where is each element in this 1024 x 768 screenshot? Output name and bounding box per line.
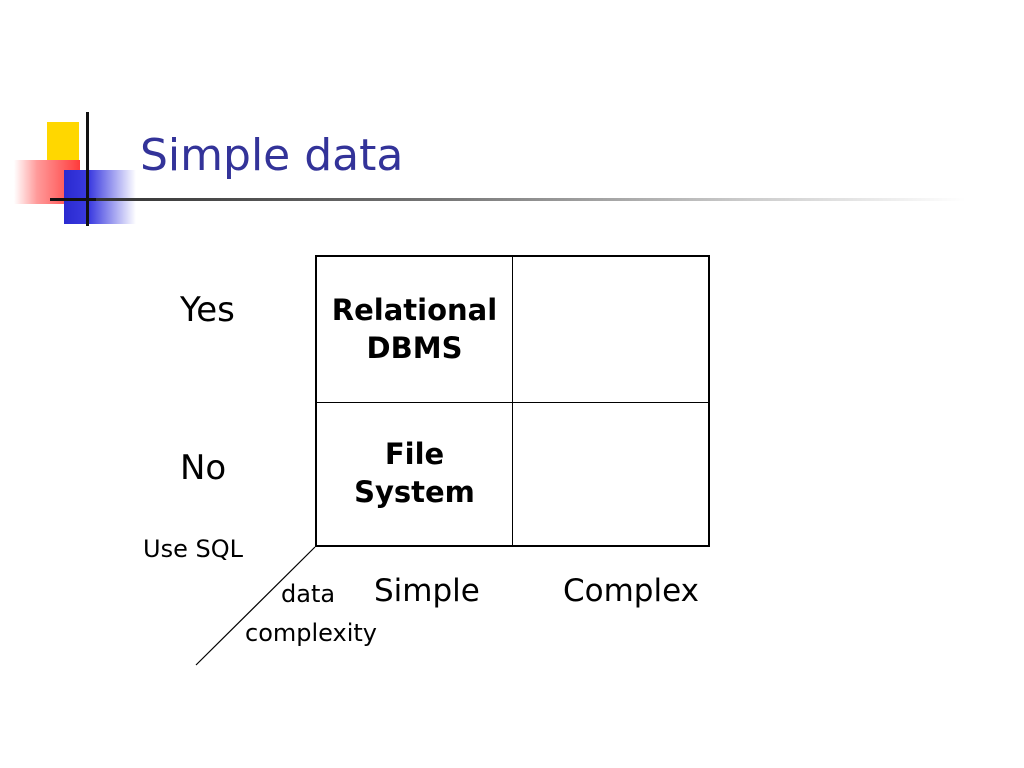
cell-yes-simple: Relational DBMS (331, 292, 498, 365)
row-label-no: No (180, 448, 227, 488)
logo-horizontal-line (50, 198, 118, 201)
column-label-simple: Simple (374, 573, 480, 609)
matrix-horizontal-divider (317, 402, 708, 403)
logo-vertical-line (86, 112, 89, 226)
cell-no-complex (513, 403, 708, 545)
cell-no-simple: File System (354, 437, 475, 509)
title-underline (96, 198, 966, 201)
logo-blue-square (64, 170, 136, 224)
matrix-vertical-divider (512, 257, 513, 545)
y-axis-label: Use SQL (143, 535, 243, 563)
slide-title: Simple data (140, 130, 404, 181)
row-label-yes: Yes (180, 290, 235, 330)
cell-yes-complex (513, 257, 708, 402)
quadrant-matrix: Relational DBMS File System (315, 255, 710, 547)
x-axis-label-line2: complexity (245, 619, 377, 647)
slide-logo (0, 0, 140, 240)
x-axis-label-line1: data (281, 580, 336, 608)
column-label-complex: Complex (563, 573, 699, 609)
